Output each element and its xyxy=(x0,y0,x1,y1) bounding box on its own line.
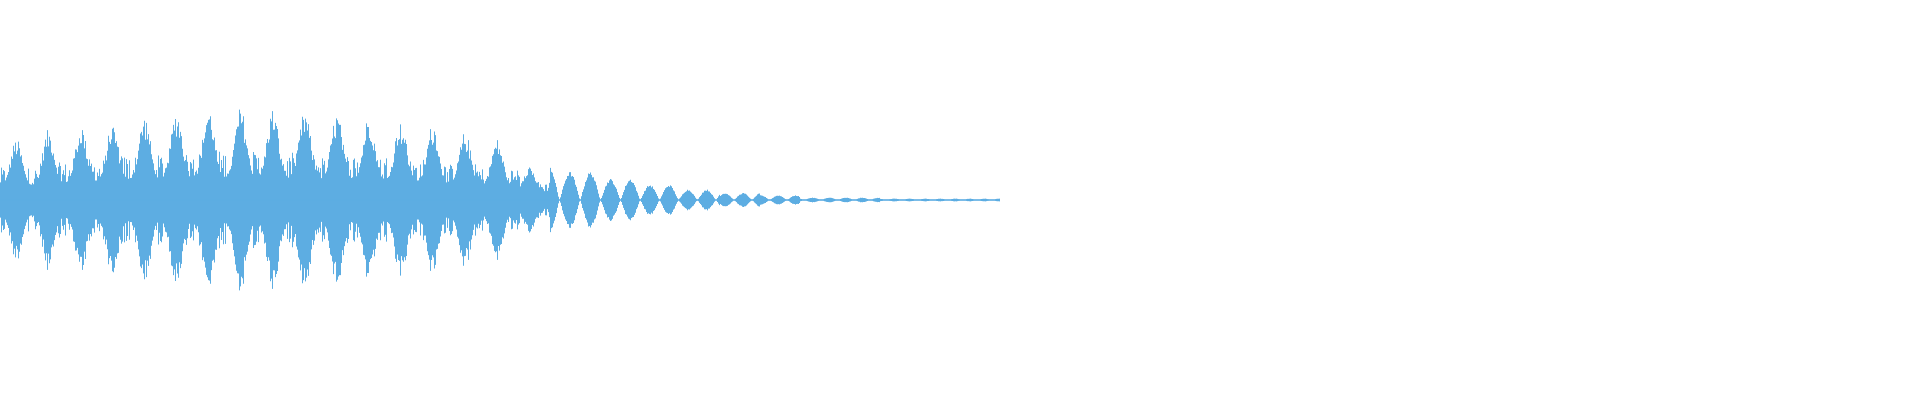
waveform-bars xyxy=(0,109,1000,291)
